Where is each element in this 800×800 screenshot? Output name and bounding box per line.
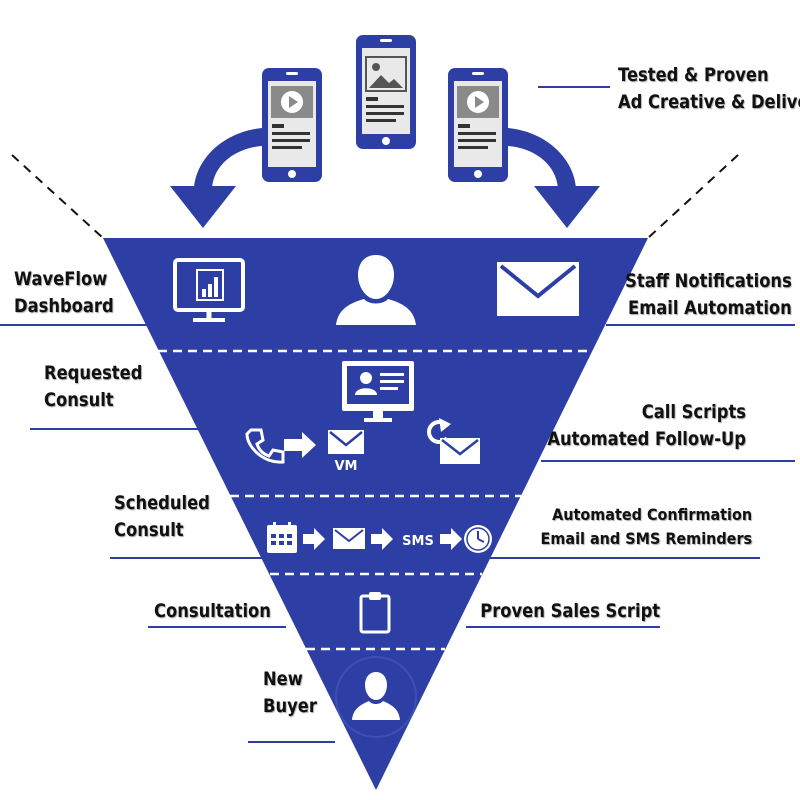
phone-ad-video-icon-2: [448, 68, 508, 182]
dashboard-line2: Dashboard: [14, 295, 114, 317]
arrow-right-icon-2: [303, 528, 325, 550]
dashboard-label: WaveFlow Dashboard: [14, 266, 114, 320]
scheduled-line1: Scheduled: [114, 492, 210, 514]
followup-line2: Automated Follow-Up: [547, 428, 746, 450]
requested-line1: Requested: [44, 362, 143, 384]
sales-script-label: Proven Sales Script: [480, 598, 660, 625]
new-buyer-line1: New: [263, 668, 303, 690]
label-rules: [0, 86, 795, 743]
notifications-label: Staff Notifications Email Automation: [625, 268, 792, 322]
followup-line1: Call Scripts: [641, 401, 746, 423]
curved-arrow-left: [170, 128, 262, 228]
scheduled-line2: Consult: [114, 519, 184, 541]
requested-label: Requested Consult: [44, 360, 142, 414]
envelope-vm-icon: [328, 430, 364, 454]
notifications-line1: Staff Notifications: [625, 270, 792, 292]
envelope-icon: [497, 262, 579, 316]
funnel-shape: [103, 238, 648, 790]
requested-line2: Consult: [44, 389, 114, 411]
arrow-right-icon: [284, 432, 316, 458]
funnel-guide-left: [11, 154, 104, 239]
top-note-line2: Ad Creative & Delivery: [618, 91, 800, 113]
consultation-label: Consultation: [154, 598, 271, 625]
curved-arrow-right: [508, 128, 600, 228]
person-icon: [336, 255, 416, 325]
arrow-right-icon-4: [440, 528, 462, 550]
vm-label: VM: [335, 459, 358, 474]
envelope-followup-icon: [440, 438, 480, 464]
scheduled-label: Scheduled Consult: [114, 490, 210, 544]
reminders-line1: Automated Confirmation: [551, 505, 752, 524]
reminders-line2: Email and SMS Reminders: [540, 529, 752, 548]
stage-dividers: [158, 349, 594, 651]
sales-script-text: Proven Sales Script: [480, 600, 660, 622]
top-note-label: Tested & Proven Ad Creative & Delivery: [618, 62, 800, 116]
calendar-icon: [267, 522, 297, 553]
telephone-icon: [245, 428, 285, 464]
top-note-line1: Tested & Proven: [618, 64, 769, 86]
phone-ad-video-icon: [262, 68, 322, 182]
new-buyer-label: New Buyer: [263, 666, 317, 720]
phone-ad-image-icon: [356, 35, 416, 149]
followup-label: Call Scripts Automated Follow-Up: [547, 399, 746, 453]
buyer-person-icon: [352, 672, 400, 720]
funnel-guide-right: [647, 154, 739, 239]
video-call-monitor-icon: [342, 361, 414, 422]
monitor-chart-icon: [173, 258, 245, 322]
new-buyer-line2: Buyer: [263, 695, 317, 717]
dashboard-line1: WaveFlow: [14, 268, 108, 290]
envelope-email-icon: [333, 528, 365, 549]
arrow-right-icon-3: [371, 528, 393, 550]
buyer-ring: [335, 656, 417, 738]
consultation-text: Consultation: [154, 600, 271, 622]
sms-label: SMS: [402, 534, 434, 549]
notifications-line2: Email Automation: [628, 297, 792, 319]
clipboard-icon: [359, 592, 391, 634]
reminders-label: Automated Confirmation Email and SMS Rem…: [540, 503, 752, 551]
clock-icon: [464, 525, 492, 553]
